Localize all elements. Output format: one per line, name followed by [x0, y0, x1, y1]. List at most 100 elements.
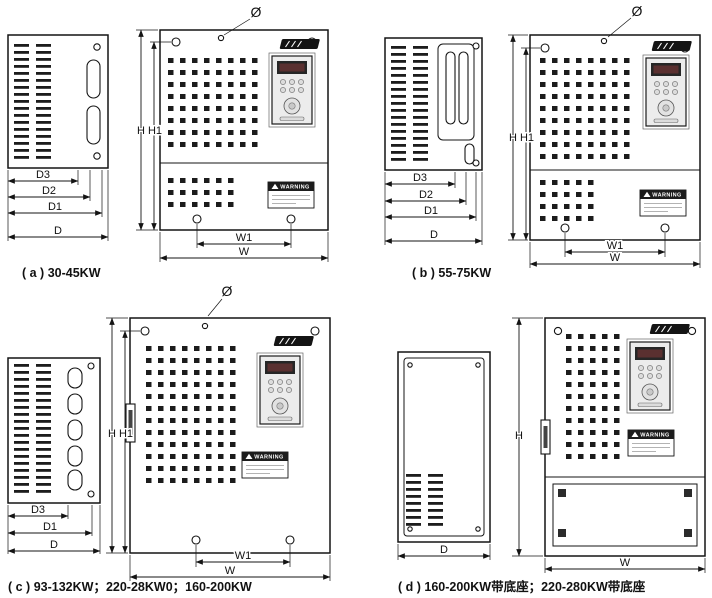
side-hole: [472, 42, 480, 50]
panel-b-front-dimensions: H H1 W1 W: [508, 34, 701, 268]
side-door: [437, 43, 475, 141]
panel-b-side-view: [384, 37, 483, 171]
side-slot-oval: [458, 51, 469, 125]
panel-a-front-dimensions: H H1 W1 W: [136, 29, 329, 262]
dim-label-d3: D3: [36, 169, 50, 181]
side-hole: [472, 159, 480, 167]
side-slot-oval: [67, 419, 83, 441]
panel-b-front-view: WARNING: [529, 34, 701, 241]
mounting-hole: [192, 214, 202, 224]
warning-triangle-icon: [631, 431, 639, 437]
diameter-symbol: Ø: [632, 3, 643, 19]
keypad: [642, 54, 690, 130]
side-slot-oval: [86, 59, 101, 99]
panel-c-caption: ( c ) 93-132KW；220-28KW0；160-200KW: [8, 580, 252, 594]
dim-label-d: D: [54, 225, 62, 237]
panel-d-side-view: [397, 351, 491, 543]
panel-d-depth-dimensions: D: [397, 543, 491, 560]
dim-label-d1: D1: [424, 205, 438, 217]
side-slot-oval: [67, 469, 83, 491]
side-slot-oval: [86, 105, 101, 145]
panel-c-front-view: WARNING: [125, 317, 331, 554]
warning-label: WARNING: [627, 429, 675, 457]
keyhole: [600, 37, 608, 45]
keypad: [268, 52, 316, 128]
dim-label-d1: D1: [43, 521, 57, 533]
side-slot-oval: [67, 445, 83, 467]
dim-label-d: D: [430, 229, 438, 241]
dim-label-h: H: [515, 430, 523, 442]
mounting-hole: [553, 326, 563, 336]
panel-c-hole-callout: Ø: [207, 283, 233, 317]
panel-d-front-view: WARNING: [540, 317, 706, 557]
warning-text: WARNING: [652, 193, 681, 199]
mounting-hole: [687, 326, 697, 336]
keyhole: [201, 322, 209, 330]
mounting-hole: [285, 535, 295, 545]
side-slot-oval: [445, 51, 456, 125]
warning-triangle-icon: [245, 453, 253, 459]
panel-b-depth-dimensions: D3 D2 D1 D: [384, 171, 483, 245]
front-vent-grid: [146, 346, 236, 483]
panel-b: D3 D2 D1 D: [384, 3, 701, 280]
brand-logo-icon: [273, 336, 314, 346]
dim-label-d3: D3: [413, 172, 427, 184]
lower-vent-grid: [540, 180, 594, 221]
screw: [475, 526, 481, 532]
dim-label-w: W: [225, 565, 236, 577]
dim-label-h: H: [509, 132, 517, 144]
base-pad: [684, 489, 692, 497]
warning-label: WARNING: [639, 189, 687, 217]
mounting-hole: [560, 223, 570, 233]
diameter-symbol: Ø: [222, 283, 233, 299]
brand-logo-icon: [651, 41, 692, 51]
dim-label-w: W: [610, 252, 621, 264]
warning-triangle-icon: [271, 183, 279, 189]
dim-label-w1: W1: [235, 550, 252, 562]
dim-label-h1: H1: [119, 428, 133, 440]
dim-label-w1: W1: [607, 240, 624, 252]
side-vent-slots: [14, 44, 51, 159]
dim-label-w: W: [239, 246, 250, 258]
keyhole: [217, 34, 225, 42]
dim-label-d: D: [440, 544, 448, 556]
panel-a-caption: ( a ) 30-45KW: [22, 266, 101, 280]
dim-label-w: W: [620, 557, 631, 569]
front-vent-grid: [540, 58, 630, 159]
screw: [475, 362, 481, 368]
base-pad: [558, 489, 566, 497]
lower-vent-grid: [168, 178, 234, 207]
base-pad: [684, 529, 692, 537]
panel-a: D3 D2 D1 D: [7, 4, 329, 280]
mounting-hole: [310, 326, 320, 336]
panel-c-depth-dimensions: D3 D1 D: [7, 503, 101, 554]
side-hole: [87, 362, 95, 370]
dim-label-h: H: [108, 428, 116, 440]
panel-c: Ø: [7, 283, 331, 594]
screw: [407, 526, 413, 532]
panel-d: D: [397, 317, 706, 594]
dim-label-h1: H1: [520, 132, 534, 144]
diameter-symbol: Ø: [251, 4, 262, 20]
panel-a-depth-dimensions: D3 D2 D1 D: [7, 168, 109, 241]
side-slot-oval: [67, 367, 83, 389]
panel-a-side-view: [7, 34, 109, 169]
keypad: [256, 352, 304, 428]
dim-label-d1: D1: [48, 201, 62, 213]
dim-label-d2: D2: [42, 185, 56, 197]
warning-text: WARNING: [640, 433, 669, 439]
brand-logo-icon: [279, 39, 320, 49]
front-vent-grid: [168, 58, 258, 147]
brand-logo-icon: [649, 324, 690, 334]
panel-a-front-view: WARNING: [159, 29, 329, 231]
panel-c-front-dimensions: H H1 W1 W: [106, 317, 331, 581]
dim-label-d3: D3: [31, 504, 45, 516]
side-vent-slots: [14, 364, 51, 493]
side-hole: [93, 152, 101, 160]
base-pad: [558, 529, 566, 537]
mounting-hole: [540, 43, 550, 53]
warning-text: WARNING: [280, 185, 309, 191]
panel-b-caption: ( b ) 55-75KW: [412, 266, 491, 280]
